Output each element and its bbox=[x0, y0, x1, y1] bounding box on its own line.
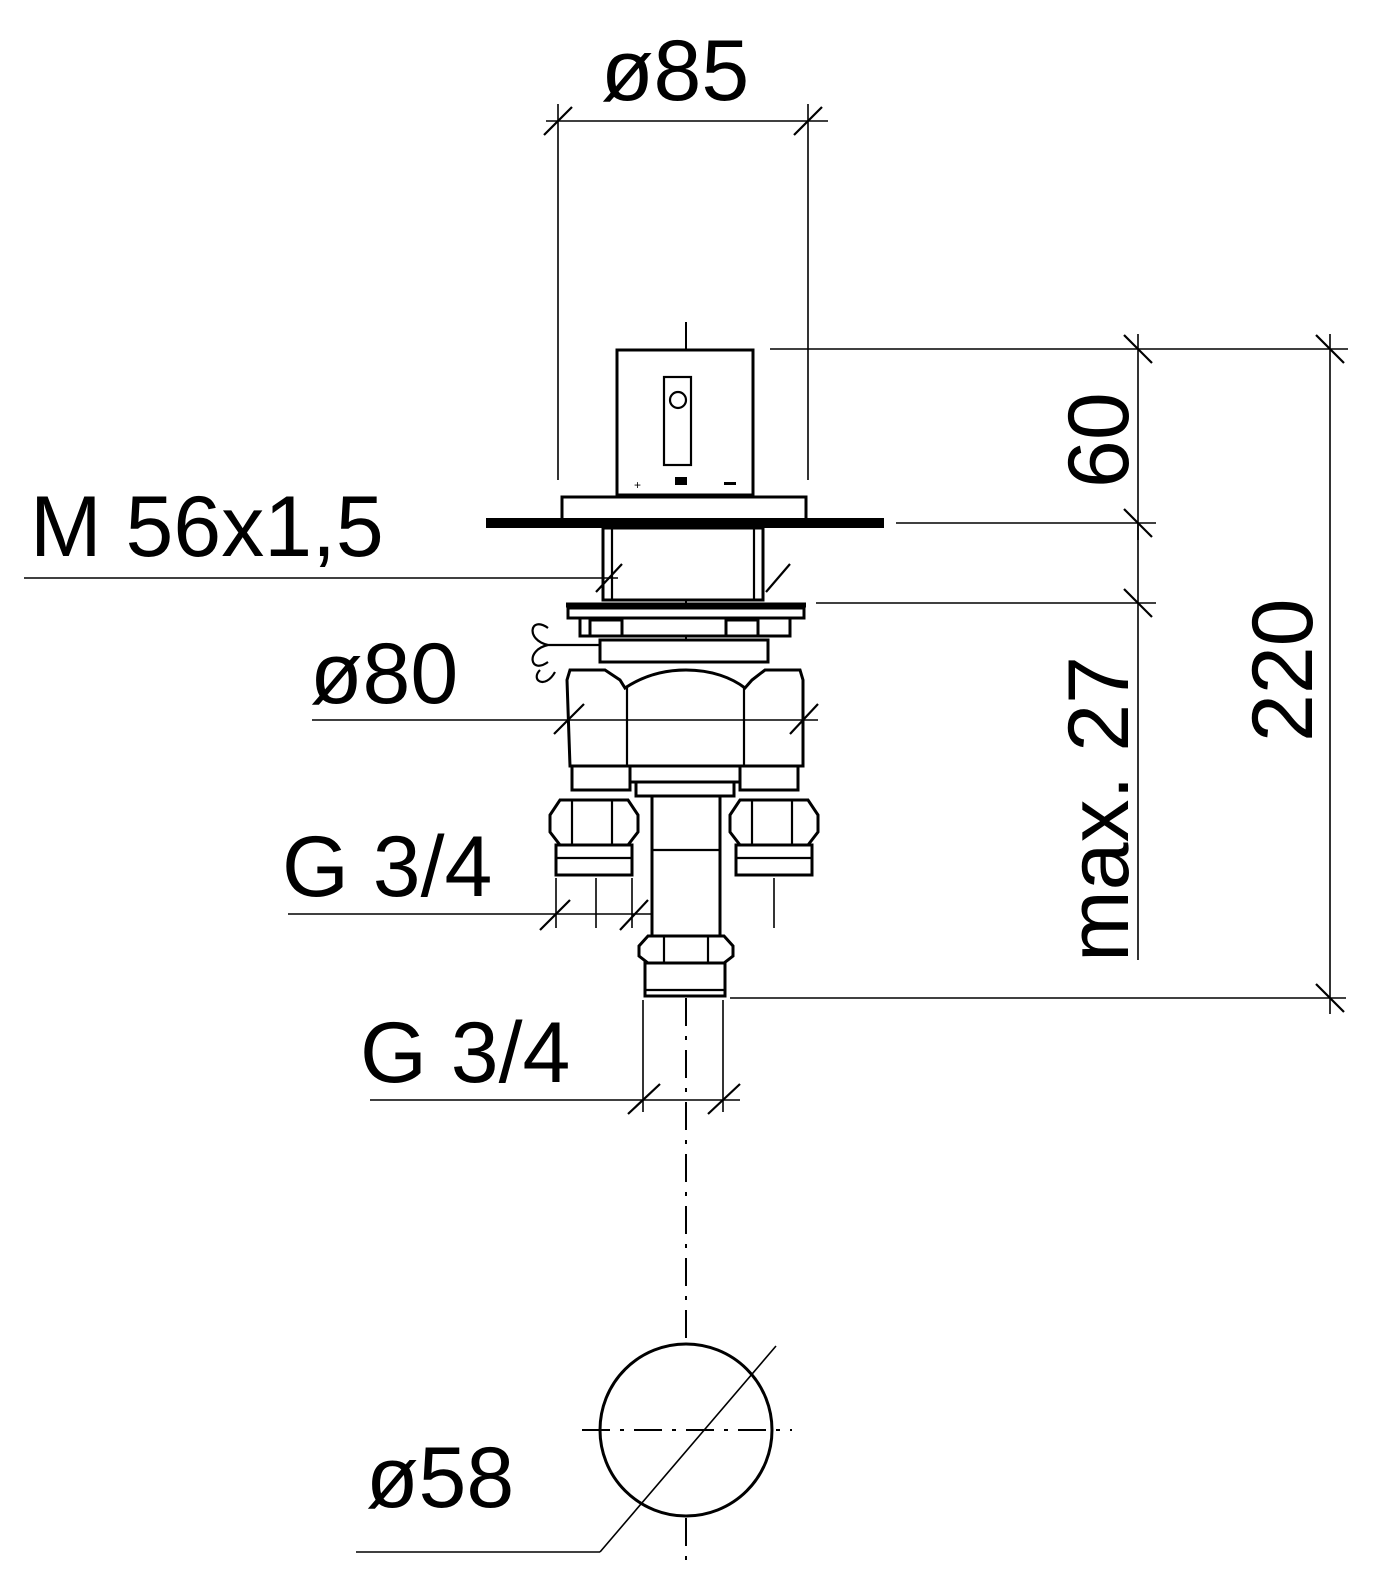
label-height-max: max. 27 bbox=[1051, 656, 1147, 962]
dim-verticals bbox=[730, 334, 1348, 1014]
dim-conn-inlet bbox=[288, 878, 775, 931]
dim-dia-base bbox=[356, 1345, 777, 1553]
label-thread: M 56x1,5 bbox=[30, 479, 384, 575]
hex-body bbox=[565, 668, 805, 798]
handle-block: + bbox=[615, 348, 755, 497]
label-dia-flange: ø80 bbox=[310, 626, 458, 722]
bottom-view bbox=[582, 1342, 792, 1518]
label-dia-top: ø85 bbox=[601, 23, 749, 119]
left-inlet-fitting bbox=[548, 798, 640, 877]
label-dia-base: ø58 bbox=[366, 1430, 514, 1526]
dim-dia-flange bbox=[312, 703, 819, 735]
label-conn-outlet: G 3/4 bbox=[360, 1005, 570, 1101]
dim-dia-top bbox=[543, 104, 828, 480]
dim-thread bbox=[24, 563, 791, 593]
dim-conn-outlet bbox=[370, 1000, 741, 1115]
outlet-fitting bbox=[637, 794, 735, 998]
cover-plate bbox=[486, 495, 884, 528]
label-height-total: 220 bbox=[1235, 599, 1331, 743]
right-inlet-fitting bbox=[728, 798, 820, 877]
label-height-handle: 60 bbox=[1051, 392, 1147, 488]
valve-body bbox=[531, 526, 806, 684]
label-conn-inlet: G 3/4 bbox=[282, 819, 492, 915]
svg-text:+: + bbox=[634, 478, 641, 492]
